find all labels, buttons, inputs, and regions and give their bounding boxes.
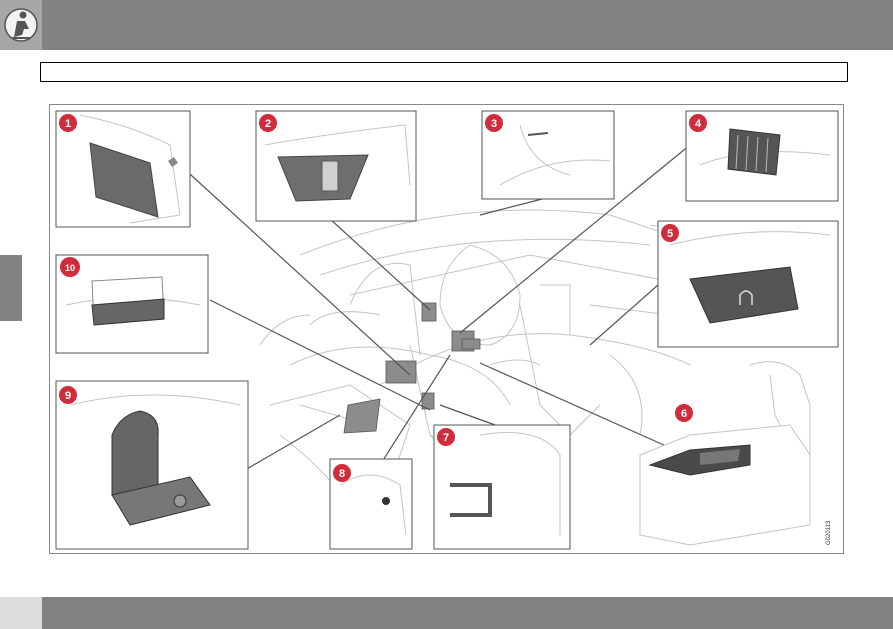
section-heading (40, 62, 848, 82)
detail-panel-10 (55, 254, 209, 354)
svg-text:8: 8 (339, 468, 345, 480)
detail-panel-7 (433, 424, 571, 550)
callout-6: 6 (675, 404, 693, 422)
chapter-side-tab (0, 255, 22, 321)
svg-text:4: 4 (695, 118, 702, 130)
callout-7: 7 (437, 428, 455, 446)
callout-9: 9 (59, 386, 77, 404)
svg-text:1: 1 (65, 118, 71, 130)
svg-text:10: 10 (65, 263, 75, 273)
detail-panel-1 (55, 110, 191, 228)
callout-badges: 1 2 3 4 5 6 7 8 9 10 (59, 114, 707, 482)
svg-text:2: 2 (265, 118, 271, 130)
callout-3: 3 (485, 114, 503, 132)
callout-1: 1 (59, 114, 77, 132)
callout-8: 8 (333, 464, 351, 482)
chapter-icon-box (0, 0, 42, 50)
detail-panel-9 (55, 380, 249, 550)
detail-panel-2 (255, 110, 417, 222)
callout-2: 2 (259, 114, 277, 132)
detail-panel-3 (481, 110, 615, 200)
svg-text:7: 7 (443, 432, 449, 444)
footer-bar (0, 597, 893, 629)
detail-panel-4 (685, 110, 839, 202)
storage-compartments-illustration: G020113 1 (49, 104, 844, 554)
illustration-reference-code: G020113 (826, 520, 832, 545)
page-number-box (0, 597, 42, 629)
callout-4: 4 (689, 114, 707, 132)
detail-center-console-6: G020113 (639, 424, 832, 546)
detail-panel-5 (657, 220, 839, 348)
header-bar (0, 0, 893, 50)
svg-text:3: 3 (491, 118, 497, 130)
svg-text:9: 9 (65, 390, 71, 402)
svg-text:6: 6 (681, 408, 687, 420)
highlighted-compartments (343, 302, 481, 434)
leader-lines (179, 144, 691, 471)
svg-text:5: 5 (667, 228, 673, 240)
callout-5: 5 (661, 224, 679, 242)
callout-10: 10 (60, 257, 80, 277)
seat-occupant-icon (4, 8, 38, 42)
